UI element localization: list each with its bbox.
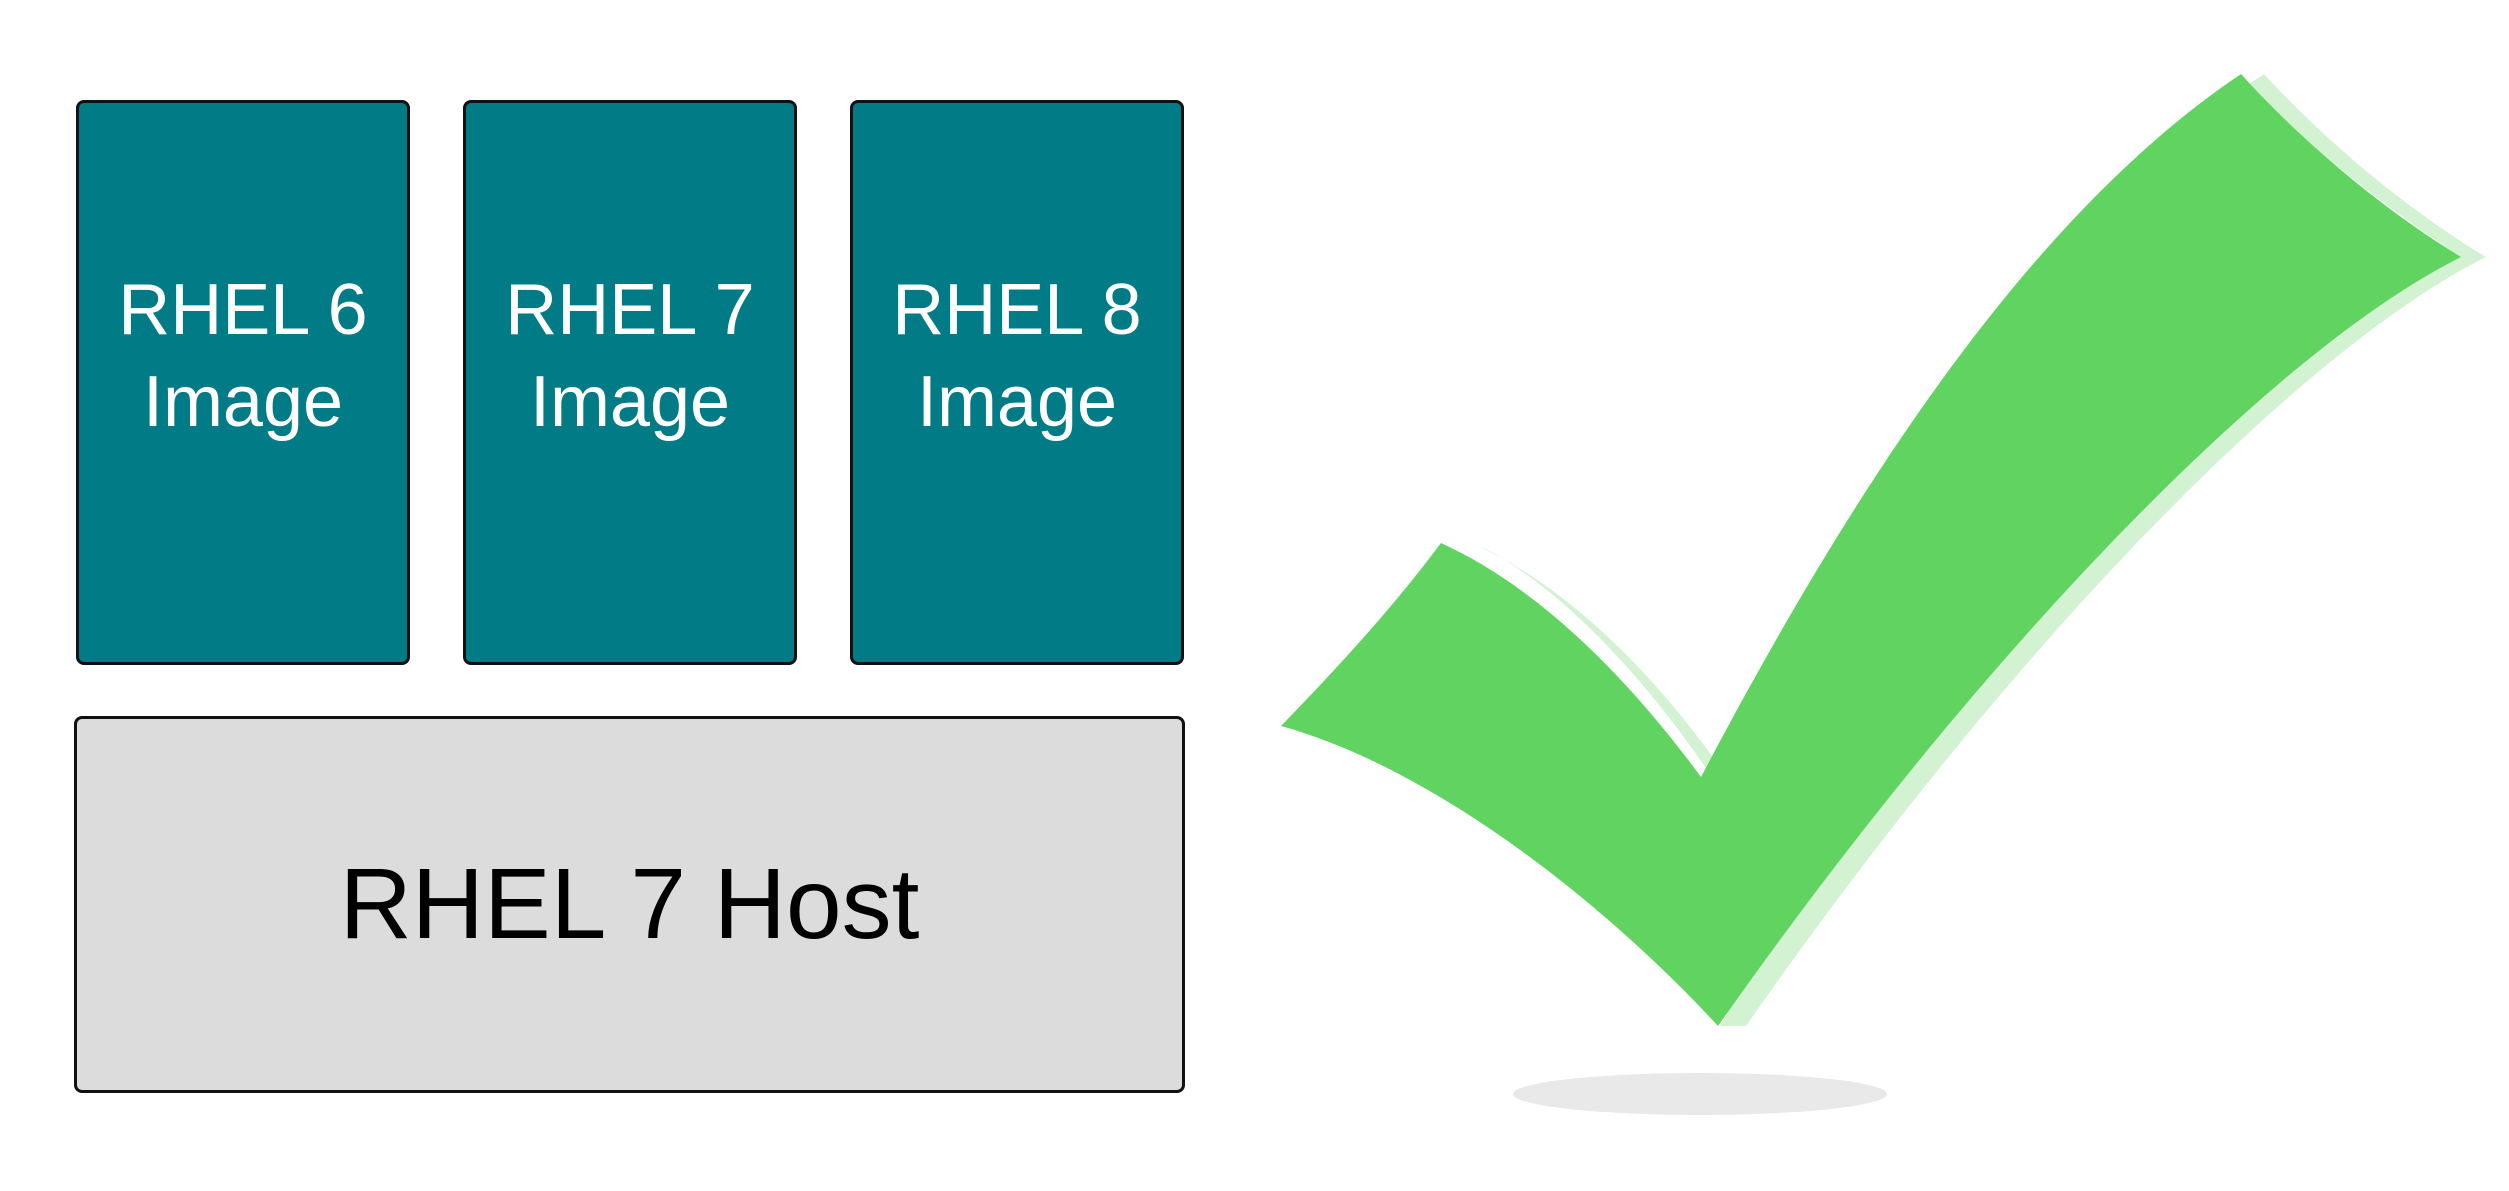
image-name: RHEL 6 — [118, 269, 368, 350]
host-box: RHEL 7 Host — [74, 716, 1185, 1093]
image-label: Image — [142, 361, 344, 442]
ground-shadow — [1513, 1073, 1887, 1115]
image-name: RHEL 8 — [892, 269, 1142, 350]
image-label: Image — [529, 361, 731, 442]
image-name: RHEL 7 — [505, 269, 755, 350]
rhel-6-image-box: RHEL 6 Image — [76, 100, 410, 665]
checkmark-shape — [1281, 74, 2461, 1026]
rhel-8-image-box: RHEL 8 Image — [850, 100, 1184, 665]
rhel-7-image-box: RHEL 7 Image — [463, 100, 797, 665]
image-label: Image — [916, 361, 1118, 442]
checkmark-icon — [1281, 74, 2486, 1115]
host-label: RHEL 7 Host — [339, 848, 920, 960]
